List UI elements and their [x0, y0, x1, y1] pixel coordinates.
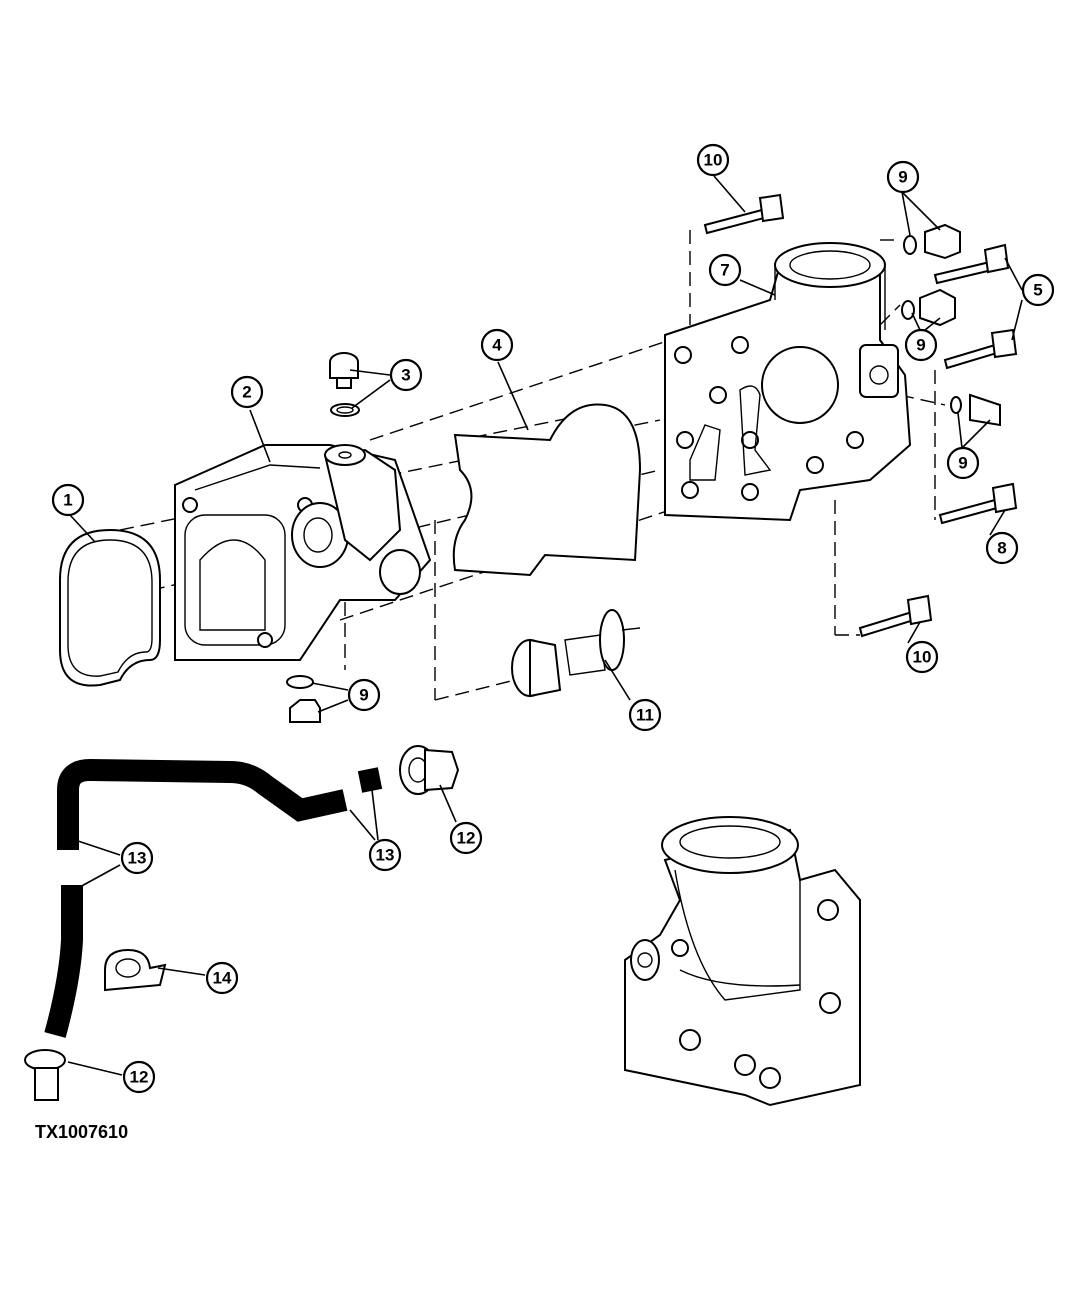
svg-text:11: 11	[636, 706, 654, 725]
seal-ring-part-1	[59, 528, 161, 687]
hoses-part-13	[44, 758, 383, 1038]
callout-1: 1	[51, 483, 85, 517]
grommets-part-12	[24, 745, 460, 1101]
callout-3: 3	[389, 358, 423, 392]
callout-10-bottom: 10	[905, 640, 939, 674]
callout-9-bottom: 9	[347, 678, 381, 712]
callout-13-left: 13	[120, 841, 154, 875]
bolts-part-10	[703, 193, 933, 638]
callout-9-top: 9	[886, 160, 920, 194]
svg-text:2: 2	[242, 383, 251, 402]
figure-id-label: TX1007610	[35, 1122, 128, 1142]
callout-11: 11	[628, 698, 662, 732]
svg-text:9: 9	[898, 168, 907, 187]
clamp-part-14	[104, 948, 167, 992]
svg-text:13: 13	[128, 849, 147, 868]
svg-text:10: 10	[704, 151, 723, 170]
alternate-housing-view	[624, 816, 861, 1107]
svg-text:12: 12	[130, 1068, 149, 1087]
callout-14: 14	[205, 961, 239, 995]
svg-text:10: 10	[913, 648, 932, 667]
callout-2: 2	[230, 375, 264, 409]
thermostat-housing-part-7	[664, 242, 912, 522]
callout-13-right: 13	[368, 838, 402, 872]
svg-text:12: 12	[457, 829, 476, 848]
plug-part-3	[329, 352, 360, 417]
bolt-part-8	[938, 482, 1018, 525]
callout-10-top: 10	[696, 143, 730, 177]
svg-text:7: 7	[720, 261, 729, 280]
plugs-part-9	[286, 223, 1001, 723]
callout-12-right: 12	[449, 821, 483, 855]
thermostat-part-11	[511, 609, 641, 698]
svg-text:9: 9	[916, 336, 925, 355]
svg-text:4: 4	[492, 336, 502, 355]
svg-text:13: 13	[376, 846, 395, 865]
svg-text:14: 14	[213, 969, 232, 988]
svg-text:5: 5	[1033, 281, 1042, 300]
callout-9-middle: 9	[904, 328, 938, 362]
callout-4: 4	[480, 328, 514, 362]
bolts-part-5	[933, 243, 1018, 370]
svg-text:9: 9	[958, 454, 967, 473]
svg-text:9: 9	[359, 686, 368, 705]
leader-lines	[67, 175, 1023, 1076]
callout-8: 8	[985, 531, 1019, 565]
callout-7: 7	[708, 253, 742, 287]
callout-9-right: 9	[946, 446, 980, 480]
svg-text:8: 8	[997, 539, 1006, 558]
callout-12-left: 12	[122, 1060, 156, 1094]
svg-text:3: 3	[401, 366, 410, 385]
thermostat-cover-part-2	[174, 444, 432, 661]
callout-5: 5	[1021, 273, 1055, 307]
gasket-part-4	[452, 403, 642, 577]
svg-text:1: 1	[63, 491, 72, 510]
